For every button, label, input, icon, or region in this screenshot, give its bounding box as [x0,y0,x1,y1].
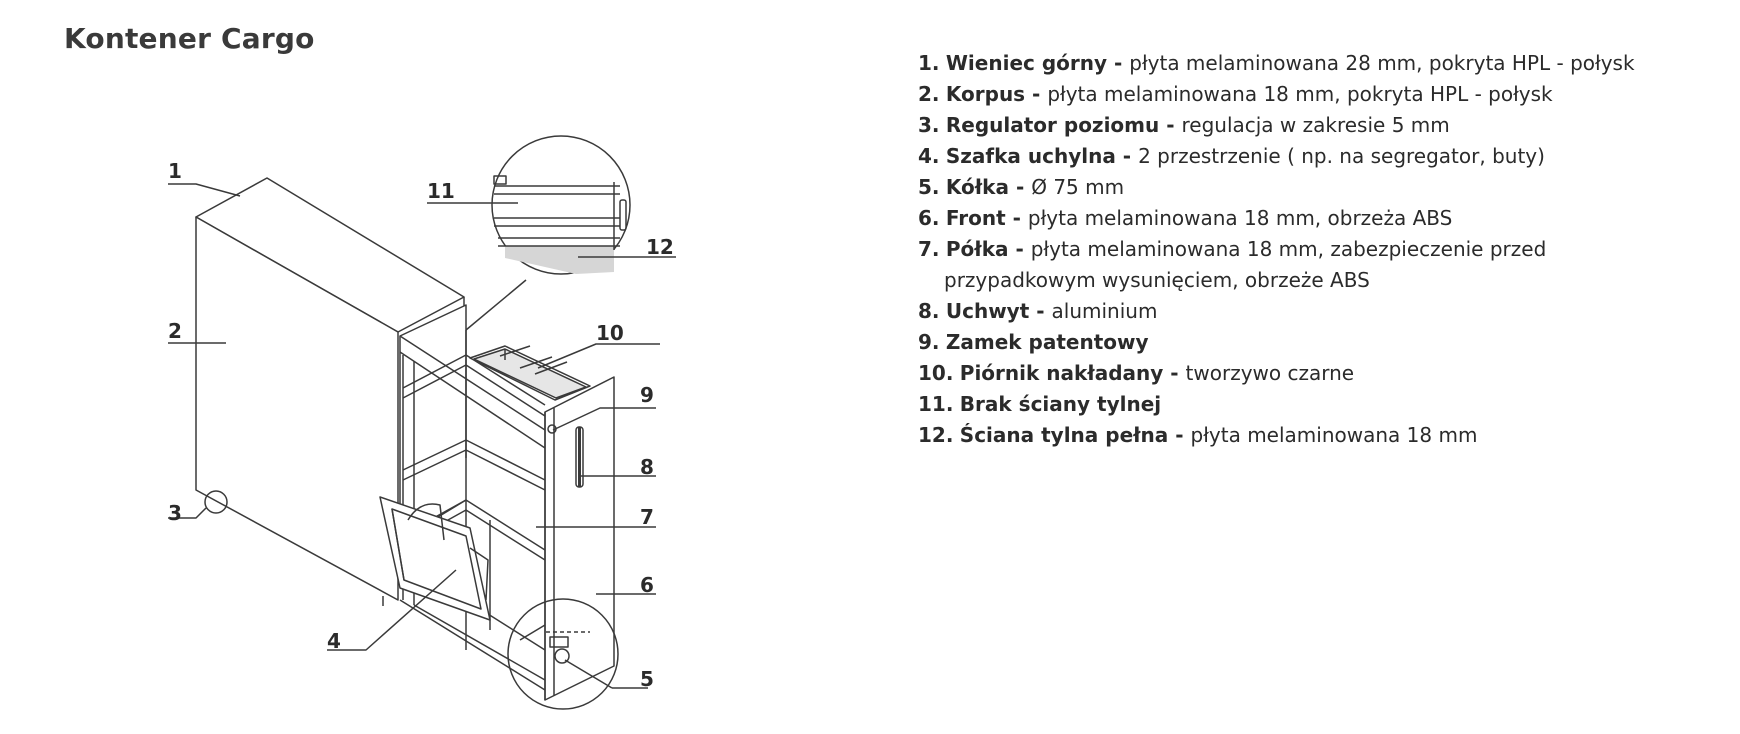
leader-3 [168,507,207,519]
parts-list: 1. Wieniec górny - płyta melaminowana 28… [918,48,1718,451]
part-number: 12. [918,423,954,447]
part-item-2: 2. Korpus - płyta melaminowana 18 mm, po… [918,79,1718,110]
part-item-5: 5. Kółka - Ø 75 mm [918,172,1718,203]
callout-5: 5 [640,667,654,691]
part-description: płyta melaminowana 18 mm, obrzeża ABS [1027,206,1453,230]
part-description: aluminium [1051,299,1158,323]
part-description: płyta melaminowana 18 mm, pokryta HPL - … [1047,82,1553,106]
part-separator: - [1115,144,1139,168]
callout-2: 2 [168,319,182,343]
part-name: Front [945,206,1006,230]
part-name: Uchwyt [945,299,1030,323]
part-item-12: 12. Ściana tylna pełna - płyta melaminow… [918,420,1718,451]
part-number: 10. [918,361,954,385]
part-number: 2. [918,82,940,106]
cargo-container-drawing: 1 2 3 4 5 6 7 8 9 10 11 12 [168,135,676,710]
part-item-8: 8. Uchwyt - aluminium [918,296,1718,327]
part-item-11: 11. Brak ściany tylnej [918,389,1718,420]
part-item-9: 9. Zamek patentowy [918,327,1718,358]
part-separator: - [1168,423,1191,447]
part-item-7: 7. Półka - płyta melaminowana 18 mm, zab… [918,234,1718,296]
part-separator: - [1008,237,1031,261]
callout-7: 7 [640,505,654,529]
full-back-wall [505,246,614,274]
wheel-icon [554,648,570,664]
part-name: Brak ściany tylnej [959,392,1162,416]
level-adjuster-icon [204,490,228,514]
page-title: Kontener Cargo [64,22,315,55]
part-description: 2 przestrzenie ( np. na segregator, buty… [1138,144,1545,168]
part-number: 1. [918,51,940,75]
part-description: płyta melaminowana 18 mm, zabezpieczenie… [1030,237,1547,261]
callout-9: 9 [640,383,654,407]
part-number: 8. [918,299,940,323]
callout-8: 8 [640,455,654,479]
part-number: 11. [918,392,954,416]
part-name: Zamek patentowy [945,330,1149,354]
part-separator: - [1163,361,1186,385]
part-item-1: 1. Wieniec górny - płyta melaminowana 28… [918,48,1718,79]
part-item-10: 10. Piórnik nakładany - tworzywo czarne [918,358,1718,389]
part-separator: - [1159,113,1182,137]
part-number: 3. [918,113,940,137]
part-item-6: 6. Front - płyta melaminowana 18 mm, obr… [918,203,1718,234]
part-item-3: 3. Regulator poziomu - regulacja w zakre… [918,110,1718,141]
part-description: płyta melaminowana 18 mm [1190,423,1478,447]
part-name: Półka [945,237,1009,261]
front-panel [544,376,615,701]
part-name: Kółka [945,175,1009,199]
part-item-4: 4. Szafka uchylna - 2 przestrzenie ( np.… [918,141,1718,172]
part-number: 9. [918,330,940,354]
part-name: Korpus [945,82,1026,106]
part-description: Ø 75 mm [1031,175,1125,199]
detail-magnifier-circle [491,135,631,275]
leader-10 [537,343,660,369]
part-description: tworzywo czarne [1185,361,1355,385]
part-description: płyta melaminowana 28 mm, pokryta HPL - … [1129,51,1635,75]
part-number: 6. [918,206,940,230]
part-name: Regulator poziomu [945,113,1160,137]
part-name: Szafka uchylna [945,144,1116,168]
part-number: 5. [918,175,940,199]
wheel-detail-circle [507,598,619,710]
callout-12: 12 [646,235,674,259]
part-separator: - [1008,175,1032,199]
part-separator: - [1029,299,1052,323]
part-number: 4. [918,144,940,168]
part-separator: - [1025,82,1048,106]
leader-5b [564,659,613,689]
callout-10: 10 [596,321,624,345]
part-separator: - [1107,51,1130,75]
callout-4: 4 [327,629,341,653]
part-name: Wieniec górny [945,51,1108,75]
part-separator: - [1005,206,1028,230]
leader-9 [552,407,656,431]
callout-3: 3 [168,501,182,525]
leader-1 [168,183,241,197]
part-name: Piórnik nakładany [959,361,1164,385]
callout-11: 11 [427,179,455,203]
part-number: 7. [918,237,940,261]
body-side-panel [195,216,399,601]
tilt-cabinet-door [379,496,491,621]
part-description-continued: przypadkowym wysunięciem, obrzeże ABS [944,268,1370,292]
part-name: Ściana tylna pełna [959,423,1169,447]
callout-6: 6 [640,573,654,597]
part-description: regulacja w zakresie 5 mm [1181,113,1450,137]
callout-1: 1 [168,159,182,183]
leader-4 [327,569,457,651]
